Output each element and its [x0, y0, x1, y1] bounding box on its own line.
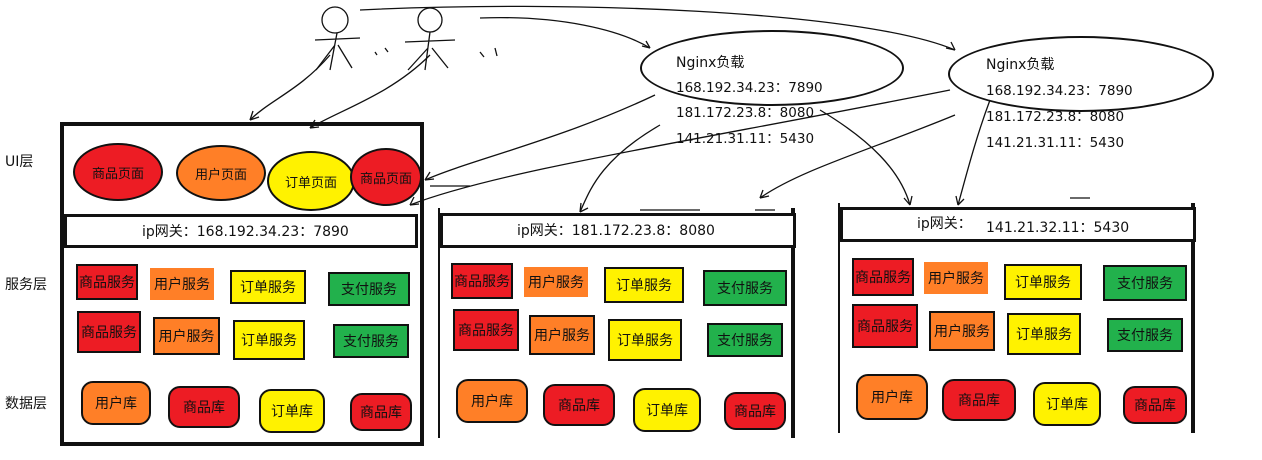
db-user-3[interactable]: 用户库: [856, 374, 928, 420]
db-order-2[interactable]: 订单库: [633, 388, 701, 432]
service-user-6[interactable]: 用户服务: [929, 311, 995, 351]
user-figures: [314, 6, 498, 71]
ui-layer-label: UI层: [5, 154, 34, 170]
service-payment-6[interactable]: 支付服务: [1107, 318, 1183, 352]
nginx-load-balancer-1: [640, 30, 904, 106]
gateway-1-label: ip网关：168.192.34.23：7890: [142, 224, 349, 240]
service-product-6[interactable]: 商品服务: [852, 304, 918, 348]
service-product-5[interactable]: 商品服务: [852, 258, 914, 296]
service-order-4[interactable]: 订单服务: [608, 319, 682, 361]
nginx-1-ip-2: 181.172.23.8：8080: [676, 105, 815, 121]
service-payment-2[interactable]: 支付服务: [333, 324, 409, 358]
cluster-3-left-border: [838, 203, 840, 433]
gateway-1: ip网关：168.192.34.23：7890: [64, 214, 418, 248]
nginx-1-ip-1: 168.192.34.23：7890: [676, 80, 823, 96]
db-product-3[interactable]: 商品库: [543, 384, 615, 426]
service-order-2[interactable]: 订单服务: [233, 320, 305, 360]
db-product-5[interactable]: 商品库: [942, 379, 1016, 421]
service-order-6[interactable]: 订单服务: [1007, 313, 1081, 355]
service-user-4[interactable]: 用户服务: [529, 315, 595, 355]
service-product-4[interactable]: 商品服务: [453, 309, 519, 351]
gateway-3: ip网关： 141.21.32.11：5430: [840, 207, 1196, 242]
service-payment-3[interactable]: 支付服务: [703, 270, 787, 306]
cluster-2-left-border: [438, 208, 440, 438]
db-order[interactable]: 订单库: [259, 389, 325, 433]
gateway-2: ip网关：181.172.23.8：8080: [440, 213, 796, 248]
service-order-3[interactable]: 订单服务: [604, 267, 684, 303]
cluster-3-right-border: [1191, 203, 1195, 433]
gateway-3-label: ip网关：: [917, 216, 972, 232]
db-product[interactable]: 商品库: [168, 386, 240, 428]
db-product-4[interactable]: 商品库: [724, 392, 786, 430]
cluster-2-right-border: [791, 208, 795, 438]
ui-page-order[interactable]: 订单页面: [267, 151, 355, 211]
service-payment-5[interactable]: 支付服务: [1103, 265, 1187, 301]
ui-page-product[interactable]: 商品页面: [73, 143, 163, 201]
service-user-2[interactable]: 用户服务: [153, 317, 220, 355]
service-user-5[interactable]: 用户服务: [924, 262, 988, 294]
db-product-6[interactable]: 商品库: [1123, 386, 1187, 424]
service-payment-4[interactable]: 支付服务: [707, 323, 783, 357]
service-payment-1[interactable]: 支付服务: [328, 272, 410, 306]
data-layer-label: 数据层: [5, 396, 47, 412]
db-user-2[interactable]: 用户库: [456, 379, 528, 423]
service-order-1[interactable]: 订单服务: [230, 270, 306, 304]
service-product-3[interactable]: 商品服务: [451, 263, 513, 299]
service-order-5[interactable]: 订单服务: [1004, 264, 1082, 300]
gateway-2-label: ip网关：181.172.23.8：8080: [517, 223, 715, 239]
nginx-2-title: Nginx负载: [986, 57, 1055, 73]
service-layer-label: 服务层: [5, 277, 47, 293]
db-order-3[interactable]: 订单库: [1033, 382, 1101, 426]
cluster-1: [60, 122, 424, 446]
nginx-2-ip-3: 141.21.31.11：5430: [986, 135, 1125, 151]
db-product-2[interactable]: 商品库: [350, 393, 412, 431]
service-product-1[interactable]: 商品服务: [76, 264, 138, 300]
gateway-3-address: 141.21.32.11：5430: [986, 220, 1130, 236]
nginx-load-balancer-2: [948, 36, 1214, 112]
nginx-1-ip-3: 141.21.31.11：5430: [676, 131, 815, 147]
db-user[interactable]: 用户库: [81, 381, 151, 425]
service-product-2[interactable]: 商品服务: [77, 311, 141, 353]
nginx-1-title: Nginx负载: [676, 55, 745, 71]
nginx-2-ip-1: 168.192.34.23：7890: [986, 83, 1133, 99]
ui-page-user[interactable]: 用户页面: [176, 145, 266, 201]
service-user-3[interactable]: 用户服务: [524, 267, 588, 297]
nginx-2-ip-2: 181.172.23.8：8080: [986, 109, 1125, 125]
ui-page-product-2[interactable]: 商品页面: [350, 148, 422, 206]
service-user-1[interactable]: 用户服务: [150, 268, 214, 300]
